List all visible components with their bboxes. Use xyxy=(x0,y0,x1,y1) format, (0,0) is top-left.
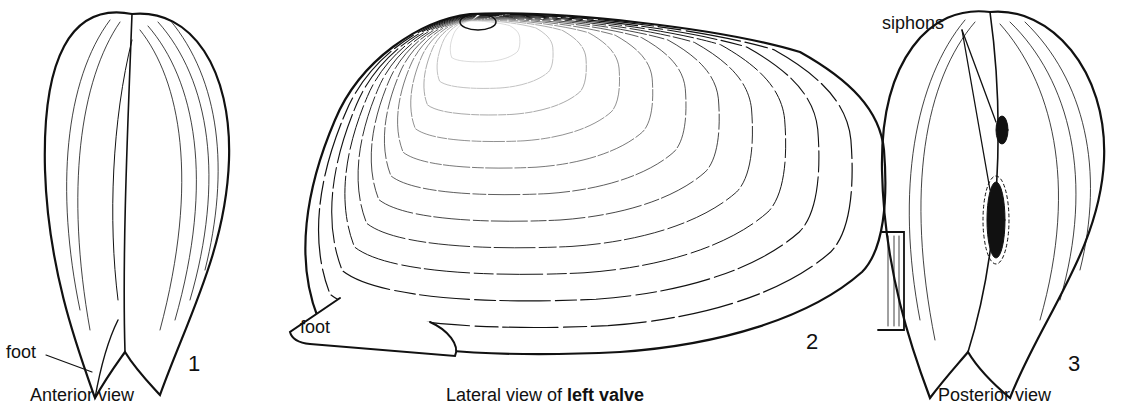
view-caption: Posterior view xyxy=(938,386,1051,406)
callout-number: 3 xyxy=(1068,352,1080,376)
callout-number: 2 xyxy=(806,330,818,354)
part-label: siphons xyxy=(882,14,944,34)
view-caption: Lateral view of xyxy=(446,386,562,406)
callout-number: 1 xyxy=(188,352,200,376)
part-label: foot xyxy=(300,318,330,338)
view-caption: left valve xyxy=(567,386,644,406)
part-label: foot xyxy=(6,343,36,363)
view-caption: Anterior view xyxy=(30,386,134,406)
